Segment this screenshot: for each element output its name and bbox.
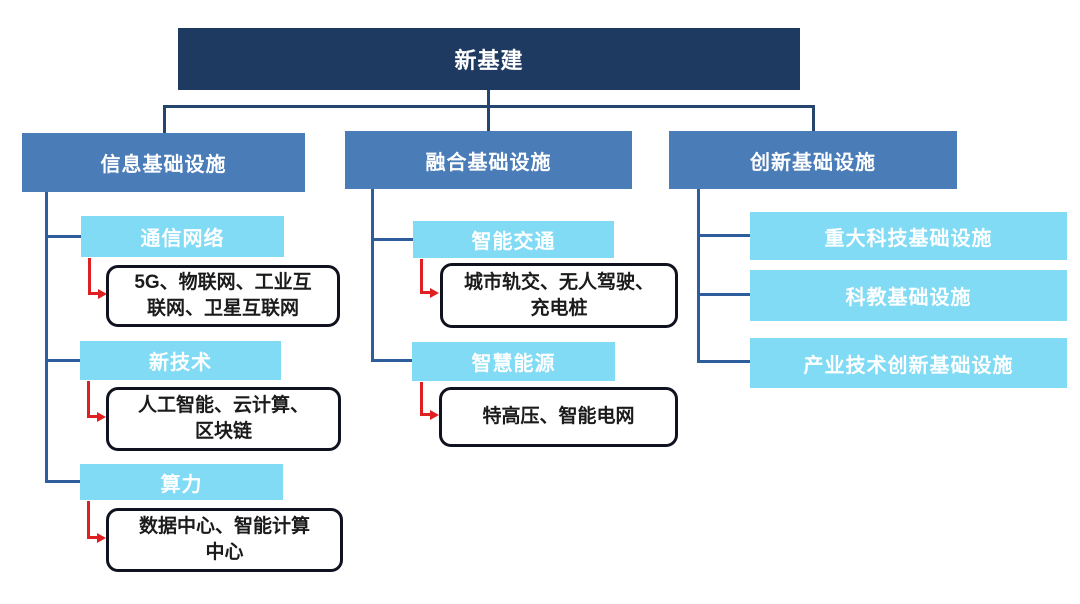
connector-info-vertical: [45, 192, 48, 483]
root-node: 新基建: [178, 28, 800, 90]
detail-box-computing-power: 数据中心、智能计算中心: [106, 508, 343, 572]
sub-box-smart-transport: 智能交通: [413, 221, 614, 258]
connector-root-stub: [487, 90, 490, 107]
sub-box-major-science-tech: 重大科技基础设施: [750, 212, 1067, 260]
connector-info-elbow-2: [48, 359, 80, 362]
connector-drop-info: [163, 105, 166, 133]
branch-header-fusion: 融合基础设施: [345, 131, 632, 189]
sub-box-smart-energy: 智慧能源: [412, 342, 615, 381]
detail-box-smart-transport: 城市轨交、无人驾驶、充电桩: [440, 263, 678, 328]
connector-fusion-elbow-1: [374, 238, 413, 241]
detail-box-communication-network: 5G、物联网、工业互联网、卫星互联网: [106, 265, 340, 327]
connector-innovation-elbow-1: [700, 234, 750, 237]
sub-box-industry-tech-innovation: 产业技术创新基础设施: [750, 338, 1067, 388]
sub-box-science-education: 科教基础设施: [750, 270, 1067, 321]
red-elbow-arrow-icon: [420, 259, 439, 298]
branch-header-innovation: 创新基础设施: [669, 131, 957, 189]
connector-drop-fusion: [487, 105, 490, 131]
sub-box-communication-network: 通信网络: [81, 216, 284, 257]
red-elbow-arrow-icon: [88, 258, 107, 299]
red-elbow-arrow-icon: [87, 501, 106, 543]
connector-info-elbow-1: [48, 235, 81, 238]
detail-box-new-technology: 人工智能、云计算、区块链: [106, 387, 341, 451]
sub-box-computing-power: 算力: [80, 464, 283, 500]
connector-info-elbow-3: [48, 480, 80, 483]
red-elbow-arrow-icon: [87, 381, 106, 422]
branch-header-info: 信息基础设施: [22, 133, 305, 192]
connector-fusion-vertical: [371, 189, 374, 362]
connector-fusion-elbow-2: [374, 359, 412, 362]
connector-innovation-elbow-3: [700, 360, 750, 363]
connector-drop-innovation: [812, 105, 815, 131]
red-elbow-arrow-icon: [420, 382, 439, 420]
connector-innovation-vertical: [697, 189, 700, 363]
detail-box-smart-energy: 特高压、智能电网: [439, 387, 678, 447]
sub-box-new-technology: 新技术: [80, 341, 281, 380]
connector-innovation-elbow-2: [700, 293, 750, 296]
